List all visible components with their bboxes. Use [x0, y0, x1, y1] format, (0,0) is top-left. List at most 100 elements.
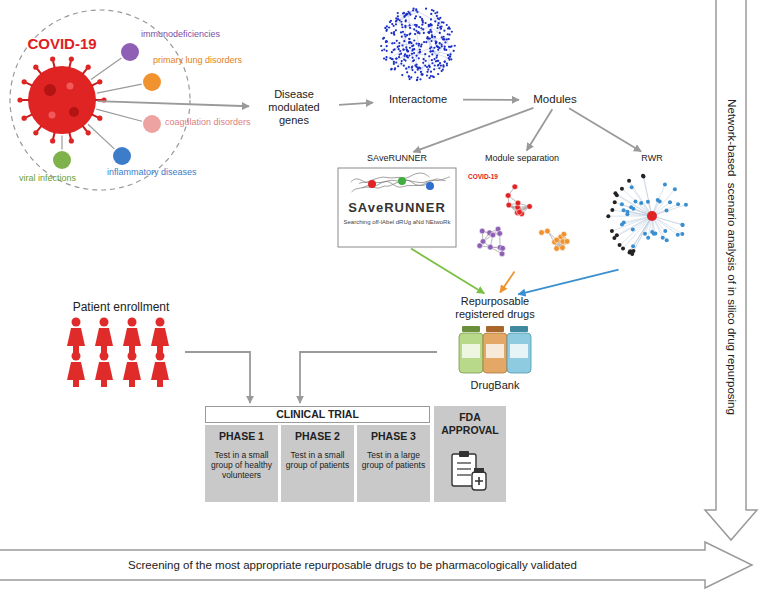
walk-node	[622, 220, 626, 224]
network-link	[405, 35, 407, 51]
figure-head	[128, 352, 137, 361]
network-node	[406, 13, 408, 15]
network-node	[424, 53, 426, 55]
phase-box: PHASE 3Test in a large group of patients	[357, 425, 430, 502]
module-node	[479, 228, 485, 234]
network-node	[444, 60, 446, 62]
network-link	[431, 14, 438, 23]
network-node	[394, 67, 396, 69]
network-node	[426, 71, 428, 73]
walk-edge	[615, 202, 652, 216]
network-node	[447, 33, 449, 35]
network-node	[407, 50, 409, 52]
network-node	[415, 15, 417, 17]
clipboard-line	[457, 468, 471, 469]
network-node	[412, 60, 414, 62]
figure-body	[95, 362, 113, 387]
network-node	[448, 38, 450, 40]
network-node	[403, 16, 405, 18]
walk-node	[684, 203, 688, 207]
network-node	[442, 69, 444, 71]
network-node	[437, 49, 439, 51]
walk-node	[610, 229, 614, 233]
module-node	[500, 245, 506, 251]
network-link	[429, 25, 444, 37]
network-node	[401, 24, 403, 26]
method-panel: RWR	[590, 153, 714, 269]
network-node	[432, 50, 434, 52]
network-node	[401, 36, 403, 38]
network-node	[431, 36, 433, 38]
walk-node	[631, 228, 635, 232]
module-node	[561, 231, 567, 237]
network-node	[413, 39, 415, 41]
network-node	[418, 57, 420, 59]
network-node	[435, 41, 437, 43]
network-node	[430, 50, 432, 52]
network-node	[436, 45, 438, 47]
input-label: Patient enrollment	[60, 300, 182, 314]
connector-line	[97, 84, 142, 93]
network-node	[408, 54, 410, 56]
step-label: Disease modulated genes	[252, 88, 336, 128]
flow-arrow	[500, 271, 514, 292]
network-node	[409, 32, 411, 34]
bottle-label	[486, 344, 504, 358]
network-node	[398, 48, 400, 50]
network-node	[401, 60, 403, 62]
walk-edge	[632, 216, 652, 254]
network-node	[433, 47, 435, 49]
figure-body	[67, 362, 85, 387]
network-node	[389, 21, 391, 23]
network-node	[406, 13, 408, 15]
virus-spot	[69, 107, 79, 117]
walk-node	[625, 212, 629, 216]
network-node	[417, 76, 419, 78]
network-node	[443, 21, 445, 23]
network-node	[388, 26, 390, 28]
comorbidity-circle: primary lung disorders	[143, 73, 161, 91]
network-node	[403, 12, 405, 14]
network-node	[413, 48, 415, 50]
trial-header: CLINICAL TRIAL	[205, 406, 430, 423]
patient-figure	[95, 318, 113, 354]
walk-node	[643, 232, 647, 236]
network-node	[391, 23, 393, 25]
walk-edge	[615, 193, 652, 216]
network-node	[415, 55, 417, 57]
flow-arrow	[185, 352, 250, 403]
comorbidity-label: primary lung disorders	[153, 55, 242, 66]
walk-node	[620, 202, 624, 206]
walk-edge	[612, 210, 652, 216]
network-node	[400, 62, 402, 64]
module-node	[499, 251, 505, 257]
walk-node	[628, 250, 632, 254]
network-node	[435, 56, 437, 58]
network-node	[404, 34, 406, 36]
step-label: Modules	[522, 93, 588, 107]
network-node	[415, 64, 417, 66]
walk-node	[641, 174, 645, 178]
network-node	[406, 55, 408, 57]
network-node	[420, 27, 422, 29]
module-node	[560, 245, 566, 251]
network-link	[396, 51, 408, 62]
phase-title: PHASE 1	[209, 430, 274, 443]
network-node	[434, 64, 436, 66]
walk-node	[368, 180, 376, 188]
walk-node	[646, 200, 650, 204]
network-node	[441, 45, 443, 47]
walk-node	[639, 201, 643, 205]
network-node	[408, 33, 410, 35]
module-node	[564, 239, 570, 245]
network-node	[417, 67, 419, 69]
network-node	[426, 66, 428, 68]
approval-title: FDA APPROVAL	[438, 411, 502, 436]
step-label: Interactome	[376, 93, 460, 106]
walk-node	[681, 223, 685, 227]
figure-head	[72, 352, 81, 361]
process-band: Network-based scenario analysis of in si…	[716, 4, 746, 510]
network-node	[420, 71, 422, 73]
network-node	[443, 30, 445, 32]
walk-node	[615, 193, 619, 197]
